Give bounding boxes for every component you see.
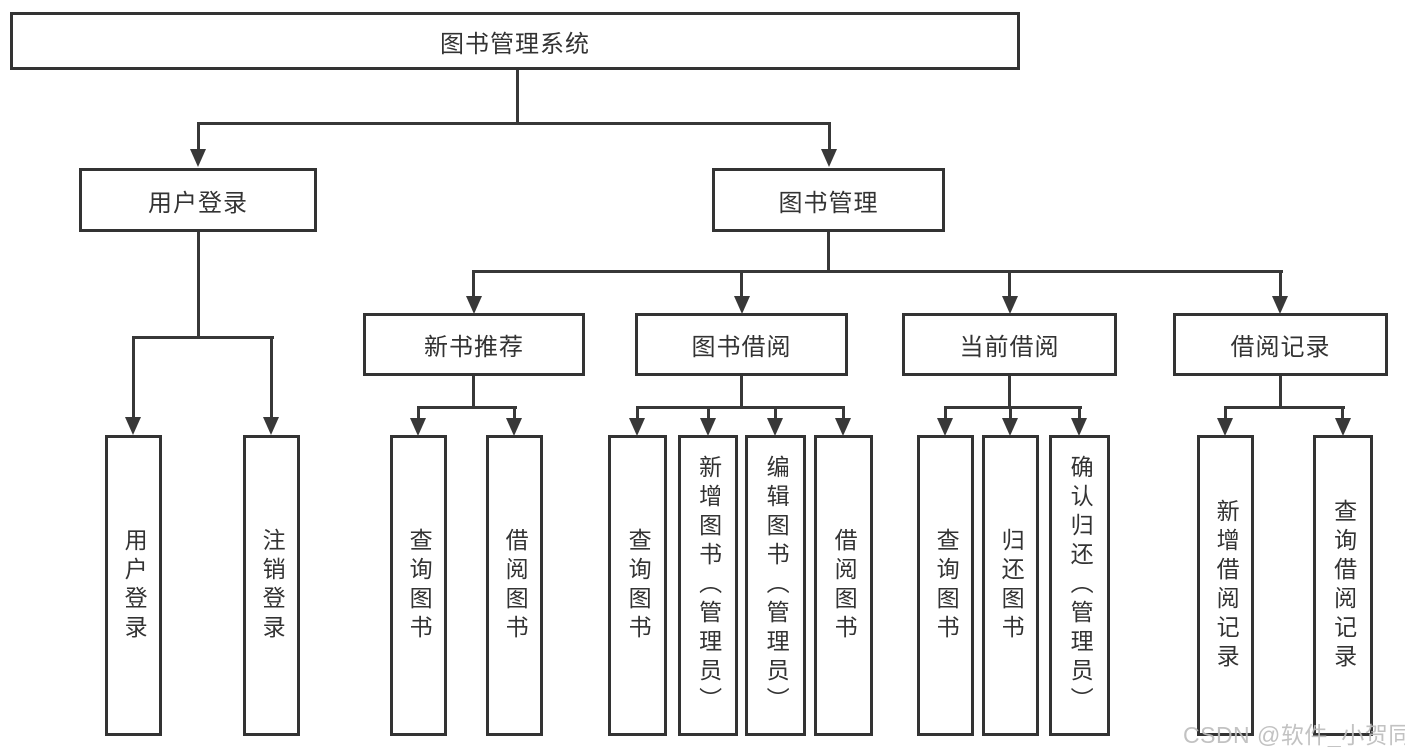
connector-line [132,336,274,339]
arrow-down-icon [506,418,522,436]
leaf-cb-query-book-label: 查询图书 [933,527,960,644]
leaf-logout: 注销登录 [243,435,300,736]
node-current-borrow-label: 当前借阅 [959,334,1060,361]
connector-line [132,336,135,420]
leaf-bb-borrow-book: 借阅图书 [814,435,873,736]
leaf-logout-label: 注销登录 [259,527,286,644]
leaf-bb-edit-book-admin: 编辑图书（管理员） [745,435,806,736]
connector-line [740,376,743,409]
connector-line [1279,376,1282,409]
connector-line [828,122,831,152]
leaf-bb-add-book-admin: 新增图书（管理员） [678,435,738,736]
arrow-down-icon [1002,296,1018,314]
leaf-cb-query-book: 查询图书 [917,435,974,736]
leaf-br-add-record: 新增借阅记录 [1197,435,1254,736]
arrow-down-icon [700,418,716,436]
connector-line [1279,270,1282,298]
connector-line [740,270,743,298]
arrow-down-icon [1071,418,1087,436]
leaf-cb-return-book: 归还图书 [982,435,1039,736]
node-new-book-recommend-label: 新书推荐 [424,334,524,361]
leaf-br-add-record-label: 新增借阅记录 [1213,498,1240,673]
connector-line [197,122,831,125]
leaf-nbr-query-book: 查询图书 [390,435,447,736]
leaf-bb-query-book: 查询图书 [608,435,667,736]
leaf-user-login-label: 用户登录 [121,527,148,644]
connector-line [513,406,516,420]
leaf-cb-return-book-label: 归还图书 [998,527,1025,644]
connector-line [197,232,200,339]
connector-line [270,336,273,420]
connector-line [827,232,830,273]
arrow-down-icon [1002,418,1018,436]
node-current-borrow: 当前借阅 [902,313,1117,376]
leaf-bb-borrow-book-label: 借阅图书 [831,527,858,644]
connector-line [417,406,420,420]
arrow-down-icon [1217,418,1233,436]
connector-line [636,406,639,420]
leaf-cb-confirm-return-admin: 确认归还（管理员） [1049,435,1110,736]
connector-line [417,406,517,409]
leaf-nbr-query-book-label: 查询图书 [406,527,433,644]
connector-line [1224,406,1345,409]
connector-line [472,270,475,298]
connector-line [197,122,200,152]
connector-line [516,70,519,125]
node-new-book-recommend: 新书推荐 [363,313,585,376]
arrow-down-icon [1272,296,1288,314]
leaf-br-query-record: 查询借阅记录 [1313,435,1373,736]
arrow-down-icon [629,418,645,436]
node-root-label: 图书管理系统 [440,30,590,58]
connector-line [636,406,845,409]
leaf-bb-add-book-admin-label: 新增图书（管理员） [695,455,722,716]
connector-line [774,406,777,420]
arrow-down-icon [767,418,783,436]
connector-line [707,406,710,420]
connector-line [472,270,1283,273]
leaf-cb-confirm-return-admin-label: 确认归还（管理员） [1067,455,1094,716]
node-user-login: 用户登录 [79,168,317,232]
node-root: 图书管理系统 [10,12,1020,70]
connector-line [1009,406,1012,420]
node-book-borrow-label: 图书借阅 [691,334,792,361]
node-user-login-label: 用户登录 [148,189,248,217]
leaf-bb-edit-book-admin-label: 编辑图书（管理员） [763,455,790,716]
node-book-management-label: 图书管理 [778,189,879,217]
connector-line [944,406,947,420]
arrow-down-icon [821,149,837,167]
node-borrow-record: 借阅记录 [1173,313,1388,376]
arrow-down-icon [125,417,141,435]
csdn-watermark: CSDN @软件_小贺同学 [1183,722,1405,747]
leaf-nbr-borrow-book: 借阅图书 [486,435,543,736]
arrow-down-icon [937,418,953,436]
leaf-nbr-borrow-book-label: 借阅图书 [502,527,529,644]
leaf-br-query-record-label: 查询借阅记录 [1330,498,1357,673]
connector-line [1224,406,1227,420]
arrow-down-icon [466,296,482,314]
arrow-down-icon [263,417,279,435]
leaf-bb-query-book-label: 查询图书 [625,527,652,644]
leaf-user-login: 用户登录 [105,435,162,736]
arrow-down-icon [835,418,851,436]
connector-line [1008,376,1011,409]
arrow-down-icon [734,296,750,314]
arrow-down-icon [190,149,206,167]
node-book-borrow: 图书借阅 [635,313,848,376]
connector-line [1341,406,1344,420]
connector-line [1078,406,1081,420]
arrow-down-icon [1335,418,1351,436]
connector-line [472,376,475,409]
node-borrow-record-label: 借阅记录 [1230,334,1331,361]
node-book-management: 图书管理 [712,168,945,232]
arrow-down-icon [410,418,426,436]
connector-line [1008,270,1011,298]
connector-line [842,406,845,420]
connector-line [944,406,1082,409]
